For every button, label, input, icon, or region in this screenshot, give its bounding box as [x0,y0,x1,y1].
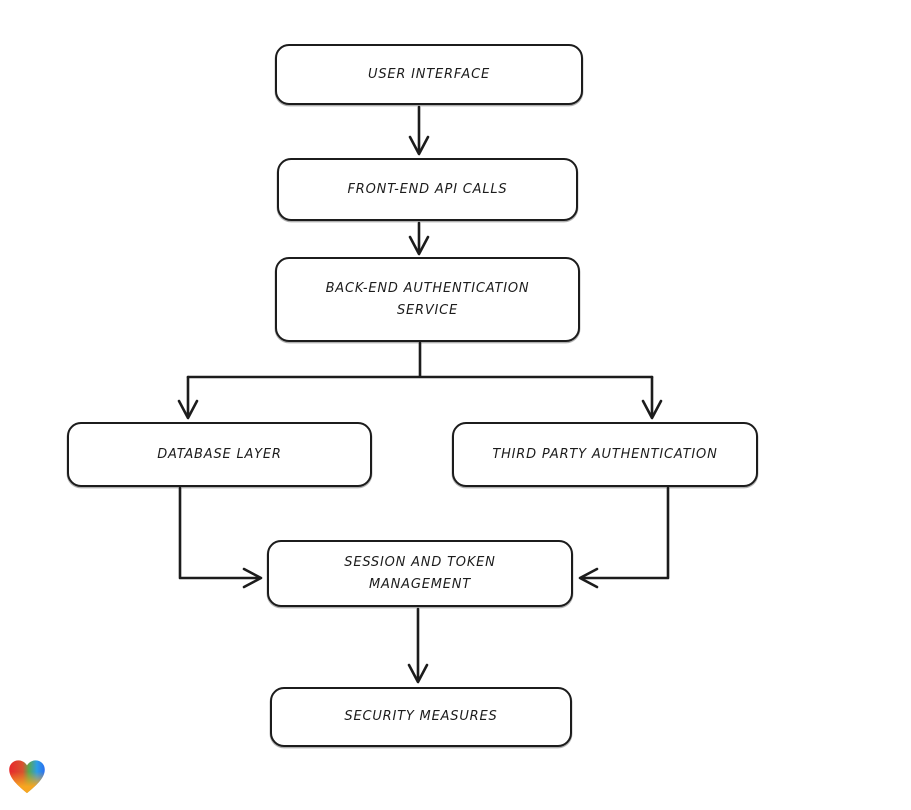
node-user-interface[interactable]: USER INTERFACE [275,44,583,105]
edge-backend-branch-bar [186,341,654,379]
node-label: THIRD PARTY AUTHENTICATION [492,446,718,462]
node-database-layer[interactable]: DATABASE LAYER [67,422,372,487]
node-security-measures[interactable]: SECURITY MEASURES [270,687,572,747]
heart-gradient-logo[interactable] [7,757,47,797]
edge-database-to-session [178,486,263,589]
edge-thirdparty-to-session [578,486,670,589]
node-label: FRONT-END API CALLS [347,181,508,197]
node-label: BACK-END AUTHENTICATION SERVICE [325,281,530,318]
node-third-party-authentication[interactable]: THIRD PARTY AUTHENTICATION [452,422,758,487]
node-label: SESSION AND TOKEN MANAGEMENT [344,555,496,592]
node-session-and-token-management[interactable]: SESSION AND TOKEN MANAGEMENT [267,540,573,607]
node-label: DATABASE LAYER [157,446,282,462]
node-back-end-authentication-service[interactable]: BACK-END AUTHENTICATION SERVICE [275,257,580,342]
node-label: SECURITY MEASURES [344,709,498,725]
node-front-end-api-calls[interactable]: FRONT-END API CALLS [277,158,578,221]
node-label: USER INTERFACE [368,66,490,82]
